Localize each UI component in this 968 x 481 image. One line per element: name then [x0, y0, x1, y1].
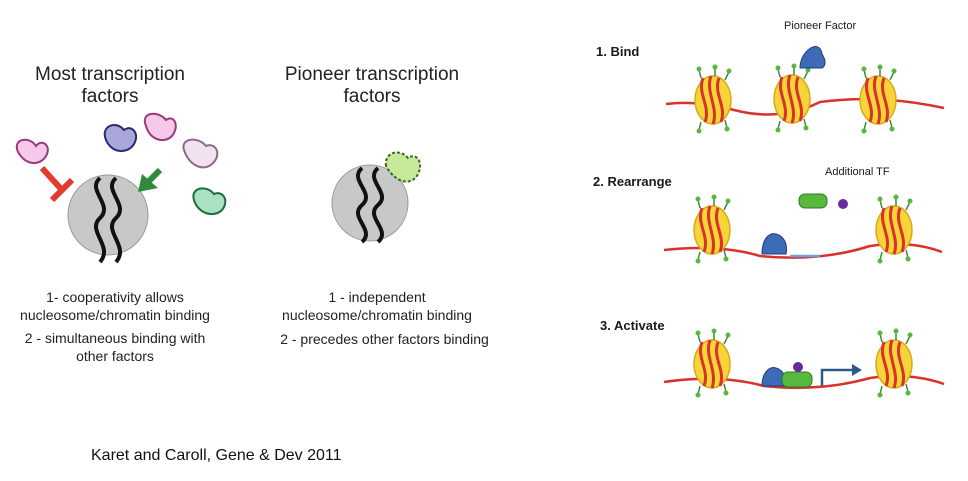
pioneer-factor-label: Pioneer Factor — [784, 20, 857, 32]
most-point-2: 2 - simultaneous binding with other fact… — [24, 330, 206, 364]
step-bind-diagram — [665, 46, 945, 135]
green-arrow — [138, 167, 163, 192]
purple-tf-bound — [793, 362, 803, 372]
pink-tf — [143, 112, 177, 142]
block-symbol — [39, 165, 75, 203]
pioneer-factor-shape — [799, 46, 826, 69]
green-pioneer-tf — [384, 151, 422, 183]
green-tf — [192, 187, 227, 216]
green-tf-free — [798, 193, 828, 209]
nucleosome-most — [67, 174, 149, 264]
pioneer-point-2: 2 - precedes other factors binding — [280, 331, 489, 347]
purple-tf-free — [838, 199, 848, 209]
step-activate-diagram — [663, 327, 945, 399]
light-pink-tf — [182, 138, 219, 169]
step-rearrange-label: 2. Rearrange — [593, 174, 672, 189]
additional-tf-label: Additional TF — [825, 166, 890, 178]
step-rearrange-diagram — [663, 193, 943, 265]
step-bind-label: 1. Bind — [596, 44, 640, 59]
pioneer-point-1: 1 - independent nucleosome/chromatin bin… — [282, 289, 472, 323]
transcription-arrow — [820, 364, 862, 386]
step-activate-label: 3. Activate — [600, 318, 665, 333]
most-point-1: 1- cooperativity allows nucleosome/chrom… — [20, 289, 210, 323]
pioneer-tf-title: Pioneer transcription factors — [284, 64, 460, 107]
green-tf-bound — [781, 371, 813, 388]
citation: Karet and Caroll, Gene & Dev 2011 — [91, 447, 342, 464]
pink-tf-blocked — [15, 138, 49, 164]
purple-tf — [103, 124, 138, 152]
pioneer-on-dna — [761, 233, 787, 255]
most-tf-title: Most transcription factors — [35, 64, 185, 107]
nucleosome-pioneer — [331, 164, 409, 244]
